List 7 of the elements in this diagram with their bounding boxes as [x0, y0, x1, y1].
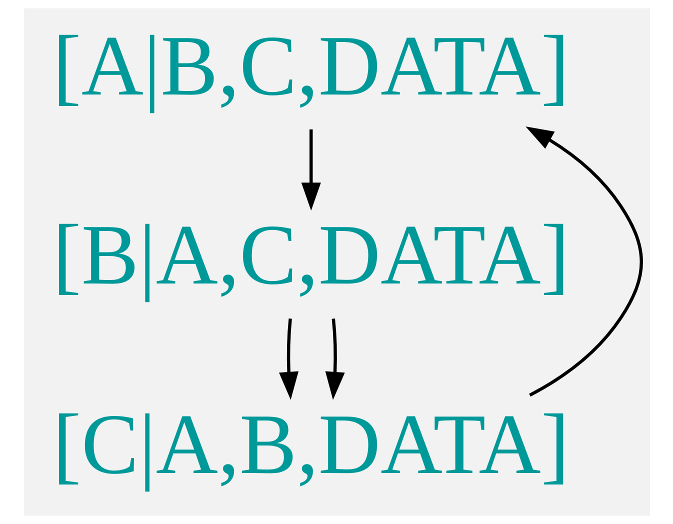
node-text: [C|A,B,DATA]: [52, 396, 570, 492]
arrow: [324, 318, 344, 400]
arrow: [278, 318, 298, 400]
arrow: [525, 126, 642, 397]
node-text: [B|A,C,DATA]: [52, 206, 570, 303]
arrow: [300, 129, 320, 211]
node-text: [A|B,C,DATA]: [52, 17, 570, 114]
